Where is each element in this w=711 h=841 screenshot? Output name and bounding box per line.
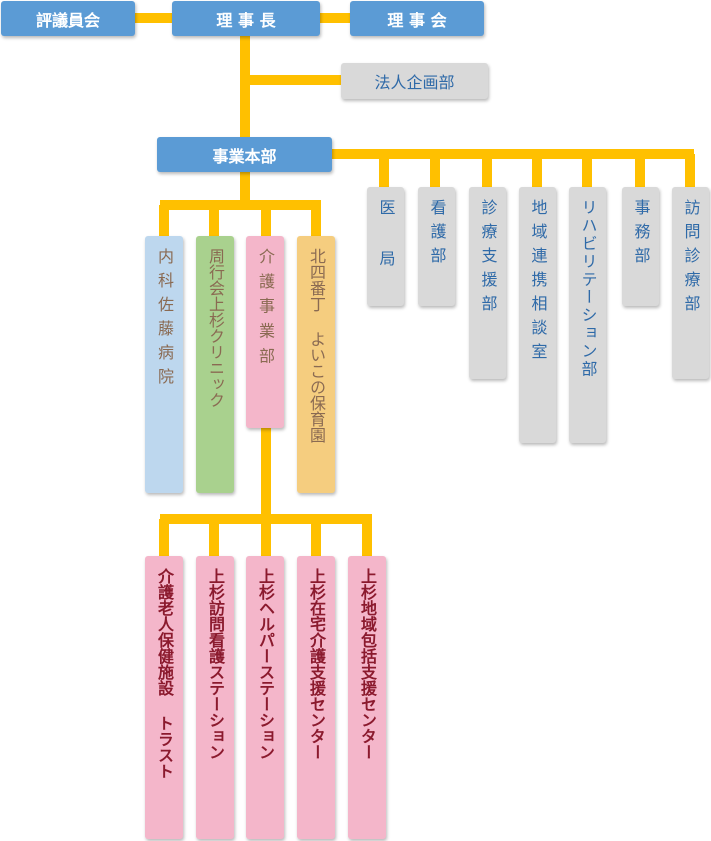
department-label: 看護部: [427, 199, 447, 271]
care-service-label: 介護老人保健施設 トラスト: [155, 568, 174, 779]
hq-label: 事業本部: [212, 146, 277, 166]
board-label: 理 事 会: [387, 10, 447, 30]
department-box: 医 局: [367, 187, 404, 306]
director-label: 理 事 長: [216, 10, 276, 30]
hq-box: 事業本部: [157, 137, 332, 172]
director-box: 理 事 長: [172, 1, 320, 36]
department-box: 看護部: [418, 187, 455, 306]
board-box: 理 事 会: [350, 1, 484, 36]
care-service-box: 上杉地域包括支援センター: [348, 556, 386, 839]
department-label: 地域連携相談室: [528, 199, 548, 367]
facility-label: 周行会上杉クリニック: [206, 248, 225, 408]
department-label: 診療支援部: [478, 199, 498, 319]
care-service-box: 介護老人保健施設 トラスト: [145, 556, 183, 839]
facility-box: 北四番丁 よいこの保育園: [297, 236, 335, 493]
department-box: 診療支援部: [469, 187, 506, 379]
facility-label: 介護事業部: [256, 248, 275, 372]
facility-box: 周行会上杉クリニック: [196, 236, 234, 493]
department-label: 訪問診療部: [681, 199, 701, 319]
care-service-label: 上杉在宅介護支援センター: [307, 568, 326, 760]
department-label: 事務部: [631, 199, 651, 271]
department-box: 訪問診療部: [672, 187, 709, 379]
facility-box: 介護事業部: [246, 236, 284, 428]
care-service-box: 上杉訪問看護ステーション: [196, 556, 234, 839]
care-service-label: 上杉ヘルパーステーション: [256, 568, 275, 760]
council-label: 評議員会: [35, 10, 100, 30]
department-box: リハビリテーション部: [569, 187, 606, 443]
care-service-box: 上杉ヘルパーステーション: [246, 556, 284, 839]
department-box: 地域連携相談室: [519, 187, 556, 443]
facility-box: 内科佐藤病院: [145, 236, 183, 493]
care-service-box: 上杉在宅介護支援センター: [297, 556, 335, 839]
planning-box: 法人企画部: [341, 63, 488, 99]
facility-label: 北四番丁 よいこの保育園: [307, 248, 326, 443]
department-label: リハビリテーション部: [578, 199, 598, 379]
planning-label: 法人企画部: [374, 73, 455, 92]
facility-label: 内科佐藤病院: [155, 248, 174, 392]
care-service-label: 上杉訪問看護ステーション: [206, 568, 225, 760]
department-label: 医 局: [376, 199, 396, 274]
care-service-label: 上杉地域包括支援センター: [358, 568, 377, 760]
department-box: 事務部: [622, 187, 659, 306]
council-box: 評議員会: [1, 1, 135, 36]
